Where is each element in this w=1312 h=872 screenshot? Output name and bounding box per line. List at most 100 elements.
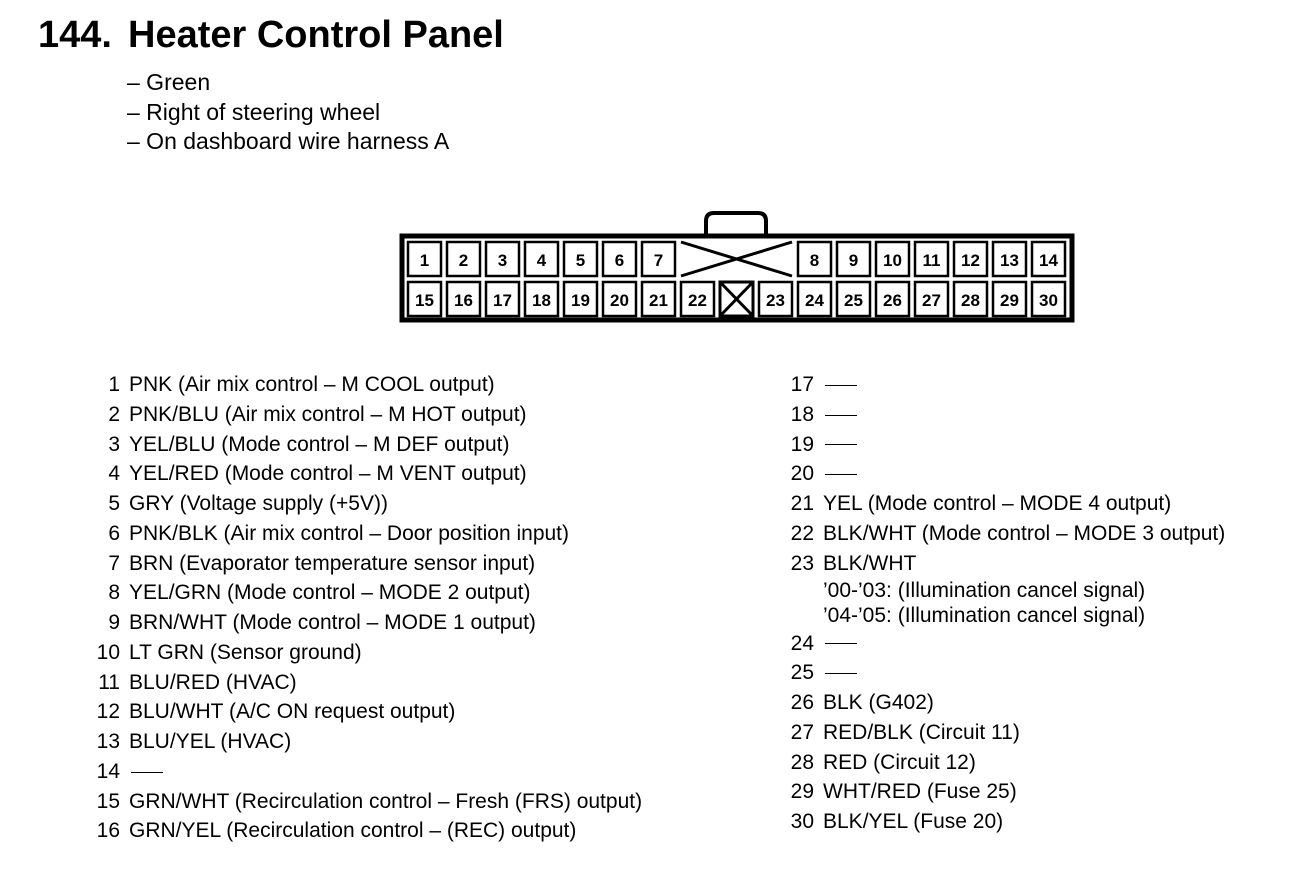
pin-wire-label: BLK/WHT (823, 551, 917, 575)
pin-cavity (874, 240, 911, 278)
pin-cavity (1030, 240, 1067, 278)
unused-pin-dash (825, 643, 857, 645)
unused-pin-dash (825, 414, 857, 416)
pin-description: YEL/RED (Mode control – M VENT output) (129, 460, 527, 488)
pin-cavity (523, 280, 560, 318)
pin-number: 6 (108, 521, 120, 545)
pin-number-label: 6 (615, 251, 624, 270)
note-location: – Right of steering wheel (127, 98, 381, 125)
pin-number-label: 20 (610, 291, 629, 310)
pin-wire-label: WHT/RED (Fuse 25) (823, 780, 1017, 804)
pin-wire-label: YEL/RED (Mode control – M VENT output) (129, 462, 527, 486)
pin-number: 12 (96, 700, 120, 724)
pin-cavity (757, 280, 794, 318)
pin-wire-label: BLK/YEL (Fuse 20) (823, 810, 1004, 833)
pin-description (823, 460, 857, 488)
pin-description: BLK/WHT (Mode control – MODE 3 output) (823, 520, 1225, 548)
pin-number: 16 (96, 819, 120, 843)
pin-number: 17 (790, 373, 814, 396)
pin-wire-label: BLU/YEL (HVAC) (129, 730, 292, 753)
pin-number-label: 18 (532, 291, 551, 310)
pin-number-label: 27 (922, 291, 941, 310)
pin-number: 22 (790, 521, 814, 545)
pin-wire-label: GRN/WHT (Recirculation control – Fresh (… (129, 789, 643, 813)
pin-description: BLK (G402) (823, 689, 934, 717)
unused-pin-dash (825, 474, 857, 476)
pin-number: 19 (790, 432, 814, 456)
pin-subnote: ’04-’05: (Illumination cancel signal) (823, 603, 1146, 627)
pin-number-label: 15 (415, 291, 434, 310)
pin-number-label: 2 (459, 251, 468, 270)
pin-number: 10 (96, 640, 120, 664)
pin-wire-label: RED/BLK (Circuit 11) (823, 720, 1020, 744)
pin-number: 14 (96, 759, 120, 783)
pin-row-24: 24 (770, 630, 1310, 660)
connector-notes: – Green – Right of steering wheel – On d… (127, 68, 449, 157)
pin-number-label: 11 (923, 251, 941, 270)
pin-wire-label: BLK/WHT (Mode control – MODE 3 output) (823, 521, 1226, 545)
pin-number: 8 (108, 581, 120, 605)
pin-number-label: 25 (844, 291, 863, 310)
pin-row-6: 6 PNK/BLK (Air mix control – Door positio… (76, 520, 696, 550)
pin-row-15: 15 GRN/WHT (Recirculation control – Fresh… (76, 788, 696, 818)
pin-cavity (445, 280, 482, 318)
pin-number: 30 (790, 810, 814, 833)
pin-wire-label: YEL/BLU (Mode control – M DEF output) (129, 432, 510, 456)
pin-number-label: 29 (1000, 291, 1019, 310)
pin-wire-label: RED (Circuit 12) (823, 750, 976, 774)
pin-wire-label: GRY (Voltage supply (+5V)) (129, 492, 388, 515)
pin-cavity (913, 240, 950, 278)
pin-description: BLU/RED (HVAC) (129, 669, 297, 697)
pin-wire-label: BLU/WHT (A/C ON request output) (129, 700, 456, 724)
pin-wire-label: YEL/GRN (Mode control – MODE 2 output) (129, 581, 531, 605)
pin-wire-label: LT GRN (Sensor ground) (129, 640, 362, 664)
pin-cavity (640, 240, 677, 278)
pin-row-22: 22 BLK/WHT (Mode control – MODE 3 output) (770, 520, 1310, 550)
unused-pin-dash (825, 444, 857, 446)
pin-row-8: 8 YEL/GRN (Mode control – MODE 2 output) (76, 579, 696, 609)
pin-number: 24 (790, 631, 814, 655)
pin-number: 15 (96, 789, 120, 813)
pin-number-label: 13 (1000, 251, 1019, 270)
pin-number: 3 (108, 432, 120, 456)
pin-cavity (796, 240, 833, 278)
pin-wire-label: YEL (Mode control – MODE 4 output) (823, 492, 1172, 515)
pin-cavity (835, 280, 872, 318)
pin-cavity (796, 280, 833, 318)
pin-description: WHT/RED (Fuse 25) (823, 778, 1017, 806)
pin-number-label: 1 (420, 251, 429, 270)
pin-description (823, 659, 857, 687)
pin-number-label: 9 (849, 251, 858, 270)
pin-number-label: 17 (493, 291, 512, 310)
pin-number: 25 (790, 661, 814, 685)
pin-wire-label: PNK/BLK (Air mix control – Door position… (129, 521, 570, 545)
pin-description: YEL/BLU (Mode control – M DEF output) (129, 431, 510, 459)
pin-number: 18 (790, 402, 814, 426)
page-title: 144.Heater Control Panel (38, 14, 504, 57)
pin-description (129, 758, 163, 786)
pin-description: GRN/WHT (Recirculation control – Fresh (… (129, 788, 642, 816)
pin-description (823, 371, 857, 399)
pin-row-17: 17 (770, 371, 1310, 401)
pin-wire-label: GRN/YEL (Recirculation control – (REC) o… (129, 819, 577, 843)
pin-description: BRN (Evaporator temperature sensor input… (129, 550, 535, 578)
pin-cavity (640, 280, 677, 318)
pin-cavity (523, 240, 560, 278)
pin-description (823, 630, 857, 658)
pin-cavity (484, 280, 521, 318)
pin-row-10: 10 LT GRN (Sensor ground) (76, 639, 696, 669)
pin-row-28: 28 RED (Circuit 12) (770, 749, 1310, 779)
blocked-cavity-cross (718, 280, 755, 318)
pin-cavity (601, 240, 638, 278)
pin-cavity (484, 240, 521, 278)
pin-number-label: 23 (766, 291, 785, 310)
pin-cavity (679, 280, 716, 318)
pin-number-label: 12 (961, 251, 980, 270)
pin-number: 28 (790, 750, 814, 774)
